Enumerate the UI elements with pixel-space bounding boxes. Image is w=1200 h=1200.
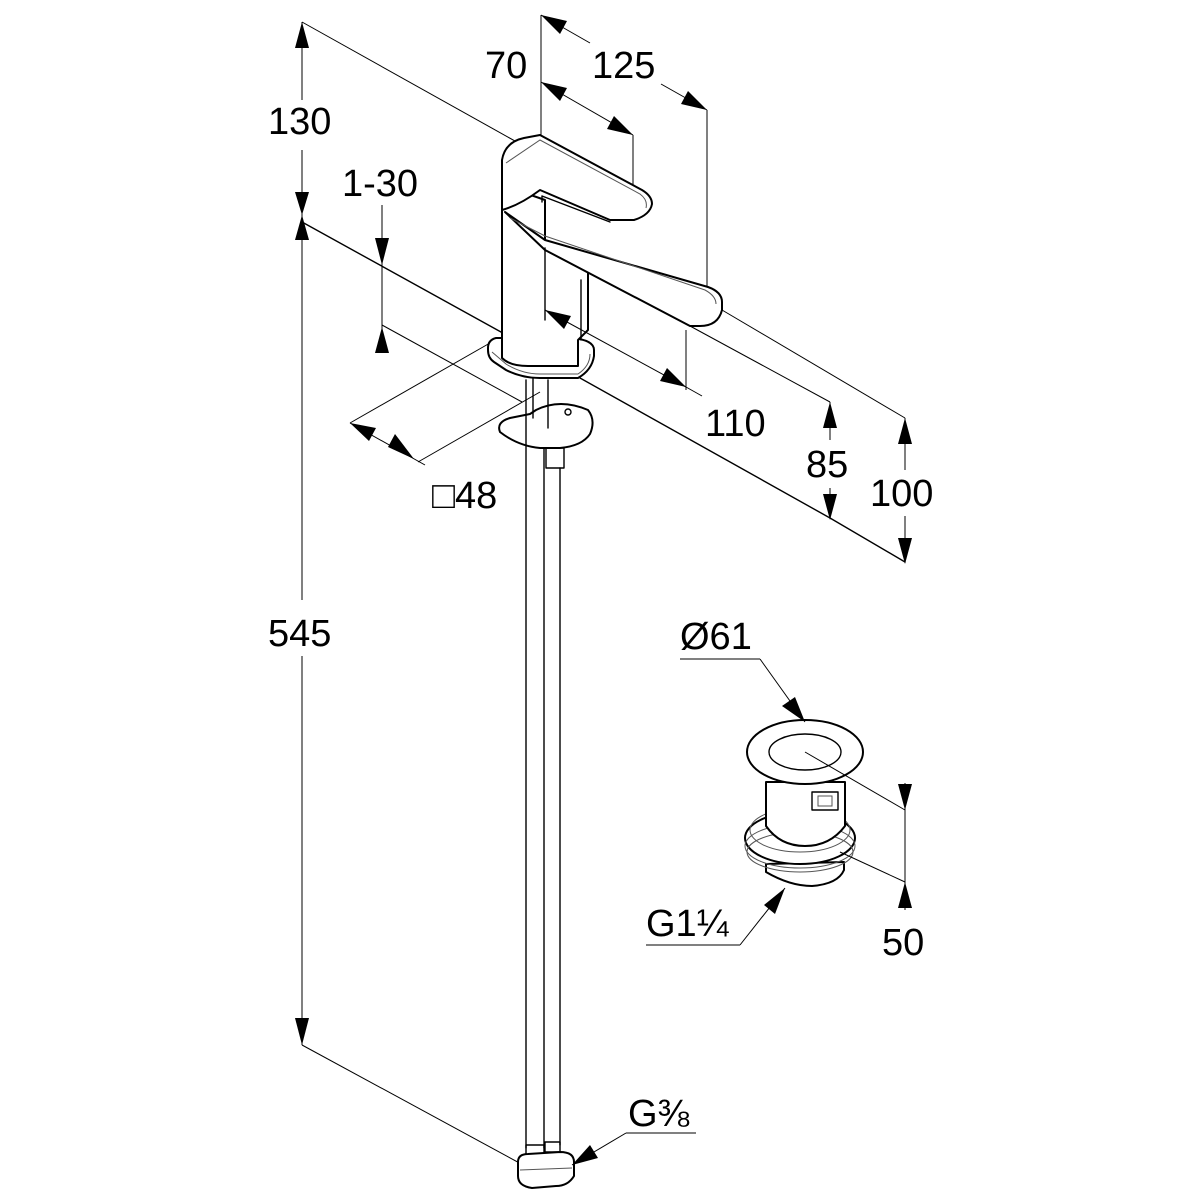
deck-front-line-ext	[829, 517, 906, 563]
dim-545-label: 545	[268, 613, 331, 655]
dim-48-extension-b	[417, 391, 541, 463]
arrow-up-icon	[295, 22, 309, 48]
dim-50-extension	[839, 851, 906, 883]
dim-1-30-extension	[381, 324, 523, 403]
dim-100-label: 100	[870, 473, 933, 515]
waste-axis-line	[804, 751, 906, 811]
arrow-right-icon	[388, 434, 414, 459]
arrow-right-icon	[607, 116, 633, 135]
dim-48: □48	[349, 342, 541, 517]
dim-50-label: 50	[882, 922, 924, 964]
lever-edge	[505, 139, 647, 209]
dim-545-extension	[301, 1044, 526, 1167]
dim-130-label: 130	[268, 101, 331, 143]
dim-85-label: 85	[806, 444, 848, 486]
d61-label: Ø61	[680, 616, 752, 658]
arrow-left-icon	[545, 310, 571, 329]
dim-85: 85	[689, 325, 848, 520]
arrow-left-icon	[541, 15, 567, 34]
dim-125-label: 125	[592, 45, 655, 87]
arrow-down-icon	[898, 538, 912, 564]
dim-48-label: □48	[432, 475, 497, 517]
waste-valve	[744, 719, 906, 887]
arrow-down-icon	[823, 494, 837, 520]
dim-85-extension	[689, 325, 831, 403]
arrow-icon	[782, 697, 805, 722]
dim-1-30: 1-30	[342, 163, 523, 403]
g3-8-label: G⅜	[628, 1093, 690, 1135]
waste-overflow-slot	[811, 791, 839, 811]
dim-70: 70	[485, 45, 634, 210]
fixing-nut	[545, 447, 565, 469]
dim-48-value: 48	[455, 475, 497, 517]
spout-edge	[509, 217, 717, 305]
arrow-right-icon	[660, 368, 686, 387]
lever-slot	[541, 195, 611, 223]
arrow-icon	[572, 1145, 598, 1165]
g1-1-4-label: G1¼	[646, 903, 730, 945]
arrow-up-icon	[898, 418, 912, 444]
arrow-up-icon	[375, 327, 389, 353]
arrow-left-icon	[350, 423, 376, 441]
faucet-body	[487, 134, 723, 1189]
dim-100: 100	[721, 309, 933, 564]
dim-g1-1-4: G1¼	[646, 887, 786, 946]
waste-cap-inner	[768, 733, 842, 771]
nut-edge	[519, 1167, 573, 1171]
dim-545: 545	[268, 215, 526, 1167]
arrow-right-icon	[681, 91, 707, 110]
waste-thread-body	[765, 861, 845, 887]
deck-reference-line	[301, 221, 511, 338]
arrow-down-icon	[295, 192, 309, 215]
arrow-down-icon	[375, 238, 389, 265]
waste-overflow-slot-inner	[817, 795, 833, 807]
deck-front-line	[579, 377, 831, 519]
supply-connector-nut	[517, 1151, 575, 1189]
dim-125: 125	[540, 14, 708, 290]
arrow-up-icon	[898, 882, 912, 908]
dim-d61: Ø61	[680, 616, 806, 723]
arrow-icon	[764, 888, 785, 914]
dim-g3-8: G⅜	[571, 1093, 696, 1166]
dim-48-extension-a	[349, 342, 491, 424]
base-plate-edge	[491, 351, 591, 375]
dim-110-label: 110	[705, 403, 766, 445]
arrow-up-icon	[823, 402, 837, 428]
dim-1-30-label: 1-30	[342, 163, 418, 205]
lever-handle	[501, 134, 653, 221]
dim-110-tail	[685, 386, 703, 397]
screw-icon	[564, 408, 572, 416]
arrow-down-icon	[898, 784, 912, 810]
mounting-bracket	[498, 403, 594, 449]
dim-100-extension	[721, 309, 906, 419]
dim-50: 50	[839, 783, 924, 964]
pipe-ferrule-right	[544, 1141, 561, 1153]
dim-130-extension	[301, 21, 541, 156]
square-symbol: □	[432, 475, 455, 517]
dim-130: 130	[268, 21, 541, 215]
arrow-down-icon	[295, 1018, 309, 1045]
arrow-left-icon	[541, 82, 567, 101]
dim-70-label: 70	[485, 45, 527, 87]
waste-cylinder	[765, 781, 846, 847]
dim-110: 110	[544, 309, 766, 445]
dim-110-line	[544, 309, 687, 388]
